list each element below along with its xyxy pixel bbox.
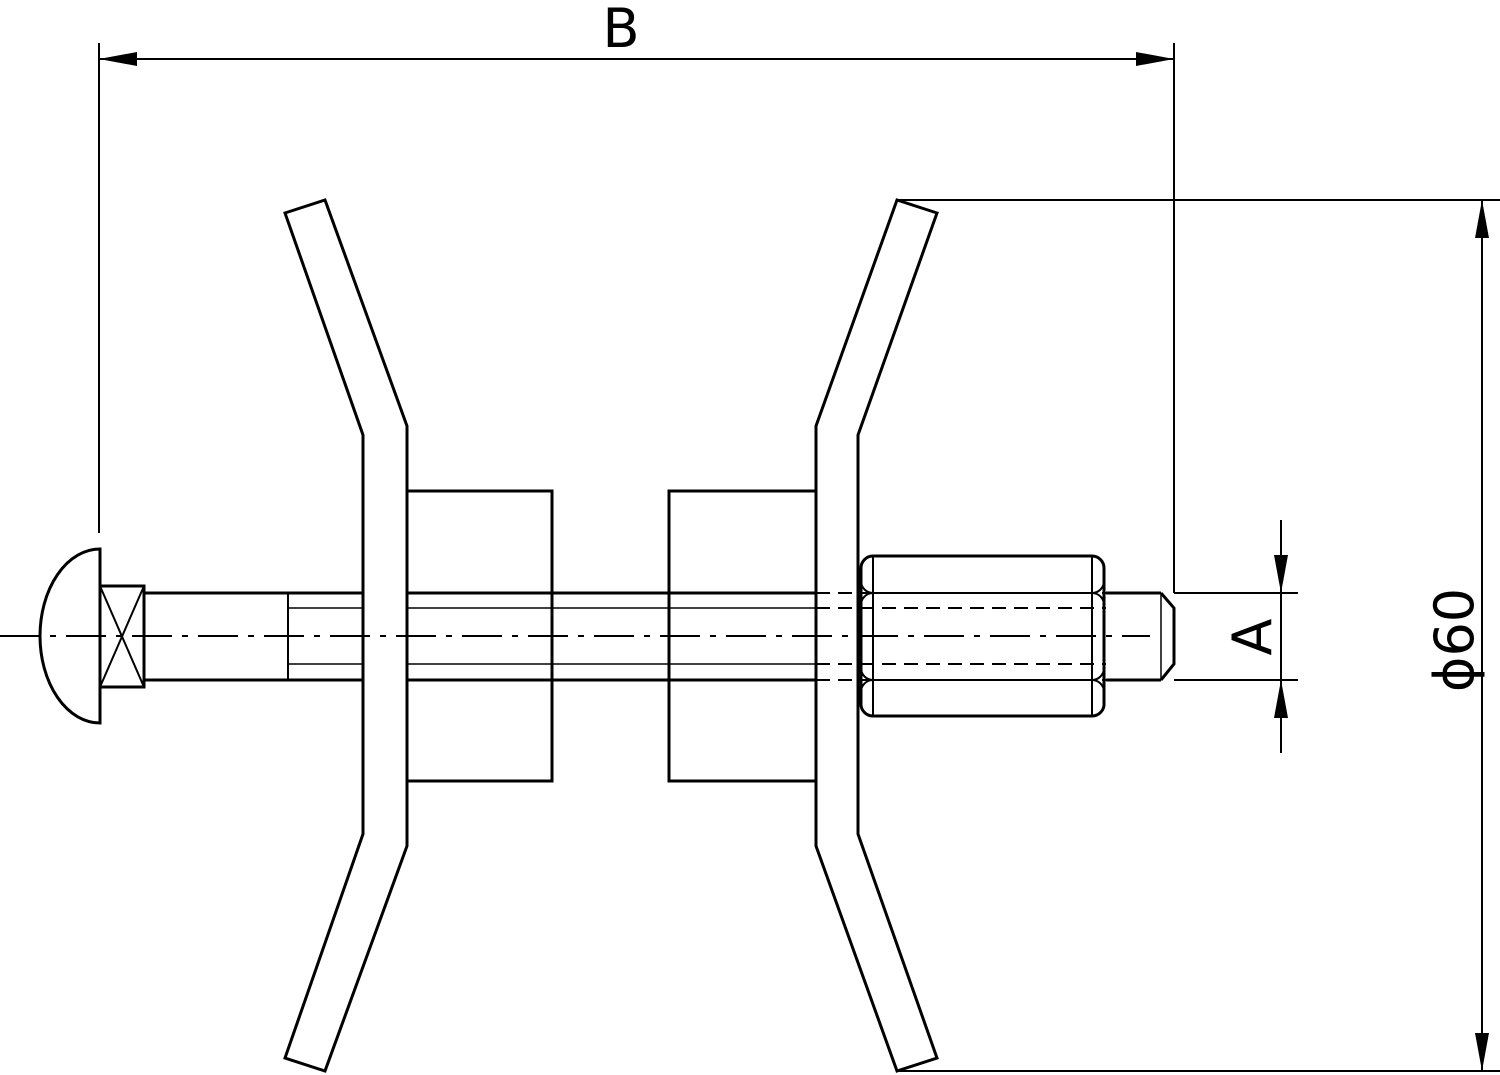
left-block [405,489,554,783]
dimension-a-label: A [1221,618,1284,655]
bolt-shank [144,591,1176,682]
bolt-head [38,547,146,725]
dimension-phi60: ϕ60 [897,199,1500,1072]
dimension-a: A [1174,520,1298,753]
dimension-b-label: B [602,0,639,60]
right-block [667,489,818,783]
dimension-phi60-label: ϕ60 [1423,588,1486,692]
dimension-b: B [98,0,1175,593]
hidden-thread-lines [816,592,1106,681]
left-wing [283,198,409,1073]
right-wing [814,198,939,1073]
